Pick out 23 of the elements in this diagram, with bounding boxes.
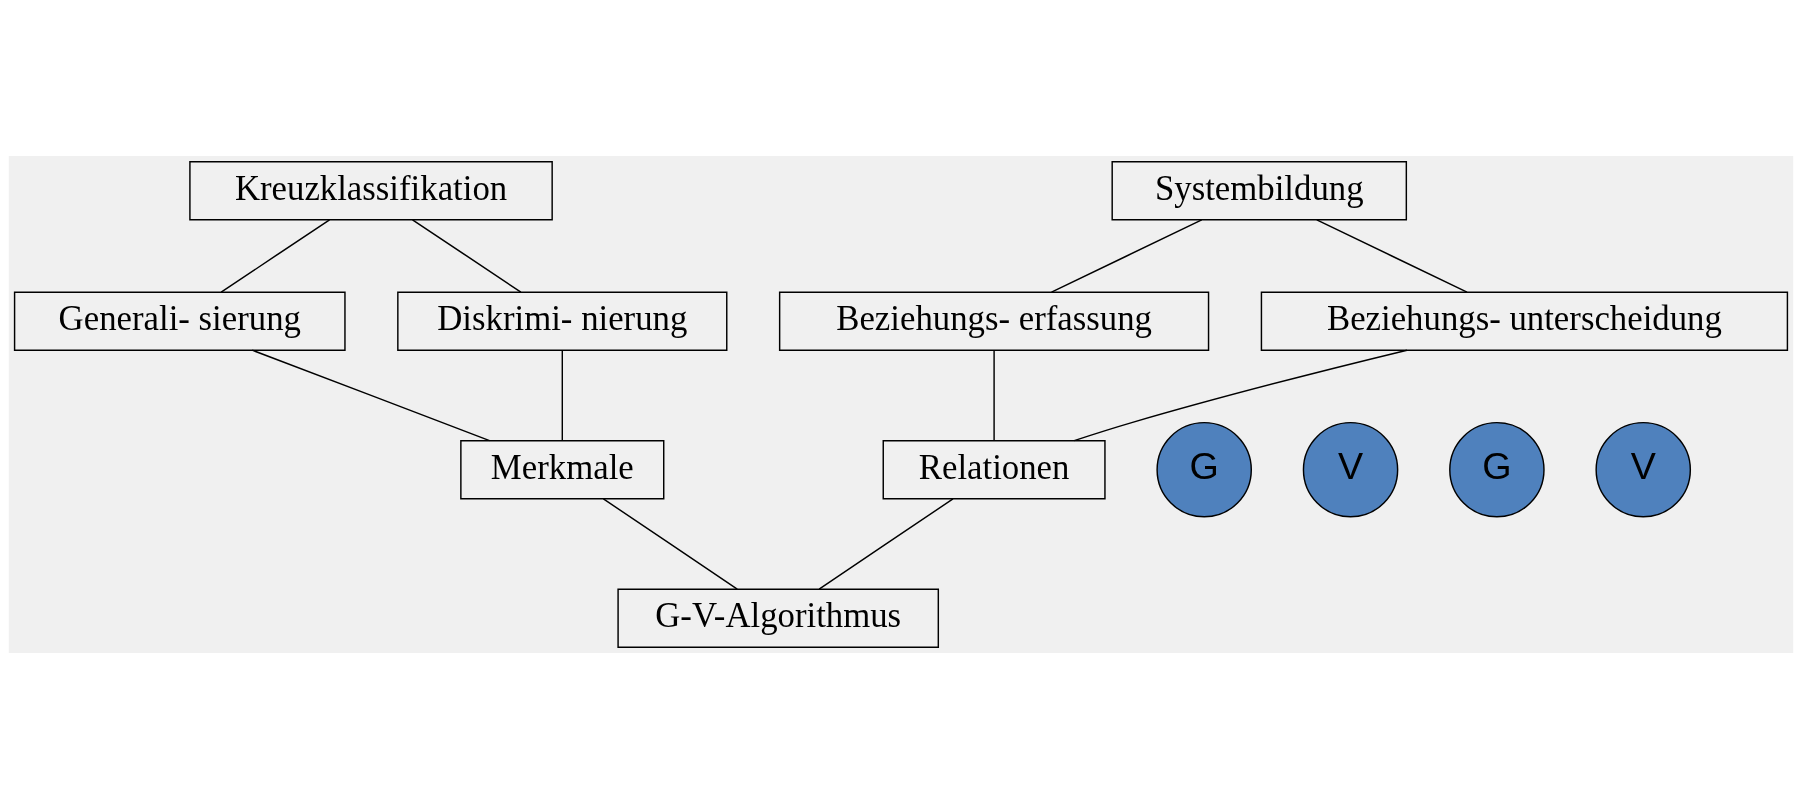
node-box: Beziehungs- unterscheidung [1260,290,1789,351]
node-box: Kreuzklassifikation [189,160,553,220]
connector [220,218,331,293]
node-circle: V [1595,421,1692,518]
node-box: Systembildung [1111,160,1408,220]
node-box: Beziehungs- erfassung [778,290,1210,351]
node-box: Merkmale [460,439,665,499]
node-circle: G [1449,421,1545,518]
node-box: Relationen [882,439,1106,499]
connector [251,348,491,441]
node-box: Diskrimi- nierung [397,290,728,351]
connector [1316,218,1468,293]
node-circle: V [1302,421,1399,518]
connector [602,497,738,590]
connector [1050,218,1203,293]
connector [993,349,995,441]
connector [561,349,564,441]
node-box: Generali- sierung [13,290,346,351]
node-box: G-V-Algorithmus [617,588,940,648]
connector [1073,349,1408,441]
node-circle: G [1156,421,1252,518]
connector [411,218,522,293]
connector [818,497,954,590]
